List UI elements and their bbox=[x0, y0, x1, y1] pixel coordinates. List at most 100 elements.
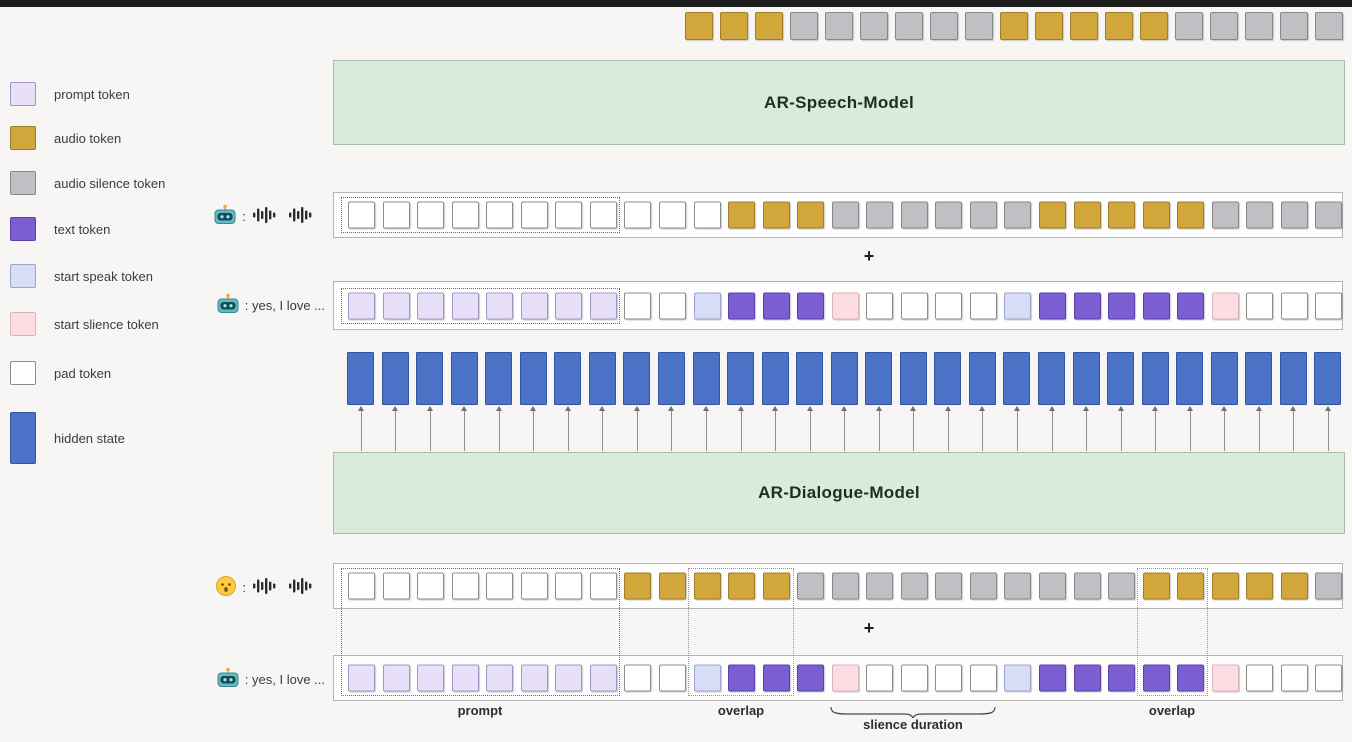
token-pad bbox=[382, 201, 410, 229]
arrow-line bbox=[1016, 411, 1018, 451]
hidden-state-bar bbox=[1210, 352, 1238, 405]
token-silence bbox=[866, 572, 894, 600]
robot-icon bbox=[213, 204, 237, 229]
token-silence bbox=[825, 12, 853, 40]
arrow-line bbox=[878, 411, 880, 451]
token-text bbox=[728, 292, 756, 319]
token-pad bbox=[969, 664, 997, 692]
arrow-line bbox=[602, 411, 604, 451]
token-silence bbox=[1245, 12, 1273, 40]
hidden-state-bar bbox=[416, 352, 444, 405]
speaker-label-robot-audio: : bbox=[213, 204, 325, 229]
token-pad bbox=[1246, 664, 1274, 692]
hidden-state-bar bbox=[1107, 352, 1135, 405]
predicted-token-row bbox=[685, 11, 1345, 41]
token-silence bbox=[930, 12, 958, 40]
token-speak bbox=[693, 664, 721, 692]
token-pad bbox=[451, 201, 479, 229]
hidden-state-bar bbox=[1141, 352, 1169, 405]
arrow-line bbox=[671, 411, 673, 451]
arrow-head bbox=[841, 406, 848, 411]
waveform-icon bbox=[251, 576, 325, 599]
arrow-head bbox=[875, 406, 882, 411]
arrow-line bbox=[1327, 411, 1329, 451]
legend-item-pad: pad token bbox=[10, 361, 111, 385]
arrow-line bbox=[706, 411, 707, 451]
arrow-line bbox=[360, 411, 362, 451]
token-text bbox=[1177, 292, 1205, 319]
ar-dialogue-model-box: AR-Dialogue-Model bbox=[333, 452, 1345, 534]
arrow-head bbox=[1083, 406, 1090, 411]
token-pad bbox=[935, 664, 963, 692]
hidden-state-bar bbox=[865, 352, 893, 405]
token-silence bbox=[935, 201, 963, 229]
speaker-label-user-audio: : bbox=[215, 575, 325, 600]
token-pad bbox=[624, 292, 652, 319]
token-audio bbox=[728, 201, 756, 229]
token-start_silence bbox=[831, 664, 859, 692]
speaker-label-robot-text: : yes, I love ... bbox=[216, 293, 325, 318]
hidden-state-bar bbox=[1245, 352, 1273, 405]
token-pad bbox=[417, 201, 445, 229]
legend-label: start speak token bbox=[54, 268, 153, 284]
token-pad bbox=[866, 292, 894, 319]
legend-item-silence: audio silence token bbox=[10, 171, 165, 195]
token-silence bbox=[935, 572, 963, 600]
arrow-line bbox=[913, 411, 915, 451]
prompt-region-bottom bbox=[341, 568, 620, 696]
arrow-line bbox=[567, 411, 569, 451]
arrow-line bbox=[1051, 411, 1053, 451]
token-pad bbox=[900, 292, 928, 319]
token-pad bbox=[969, 292, 997, 319]
token-pad bbox=[935, 292, 963, 319]
token-silence bbox=[1246, 201, 1274, 229]
hidden-state-bar bbox=[1314, 352, 1342, 405]
token-text bbox=[1073, 664, 1101, 692]
token-prompt bbox=[417, 664, 445, 692]
legend-label: start slience token bbox=[54, 316, 159, 332]
token-silence bbox=[1004, 572, 1032, 600]
token-silence bbox=[1073, 572, 1101, 600]
token-prompt bbox=[555, 664, 583, 692]
arrow-line bbox=[1293, 411, 1295, 451]
arrow-head bbox=[1221, 406, 1228, 411]
arrow-head bbox=[772, 406, 779, 411]
token-pad bbox=[589, 572, 617, 600]
token-audio bbox=[728, 572, 756, 600]
prompt-region-top-text bbox=[341, 288, 620, 324]
token-pad bbox=[520, 572, 548, 600]
robot-response-token-row bbox=[333, 655, 1343, 701]
arrow-head bbox=[806, 406, 813, 411]
legend-item-audio: audio token bbox=[10, 126, 121, 150]
hidden-state-bar bbox=[1072, 352, 1100, 405]
legend-label: hidden state bbox=[54, 430, 125, 446]
token-start_silence bbox=[1211, 292, 1239, 319]
token-silence bbox=[1280, 12, 1308, 40]
hidden-state-bar bbox=[450, 352, 478, 405]
token-silence bbox=[1211, 201, 1239, 229]
token-audio bbox=[1142, 572, 1170, 600]
token-audio bbox=[1039, 201, 1066, 229]
arrow-head bbox=[461, 406, 468, 411]
arrow-head bbox=[1048, 406, 1055, 411]
arrow-line bbox=[636, 411, 638, 451]
hidden-state-bar bbox=[830, 352, 858, 405]
token-prompt bbox=[486, 664, 514, 692]
hidden-state-bar bbox=[899, 352, 927, 405]
plus-sign-top: + bbox=[863, 246, 875, 266]
token-pad bbox=[693, 201, 721, 229]
token-audio bbox=[658, 572, 686, 600]
token-text bbox=[1177, 664, 1205, 692]
token-pad bbox=[348, 572, 375, 600]
arrow-head bbox=[1152, 406, 1159, 411]
token-pad bbox=[624, 201, 652, 229]
arrow-head bbox=[1117, 406, 1124, 411]
token-audio bbox=[685, 12, 713, 40]
arrow-line bbox=[982, 411, 984, 451]
token-audio bbox=[1246, 572, 1274, 600]
token-text bbox=[1142, 292, 1170, 319]
person-icon bbox=[215, 575, 237, 600]
prompt-swatch bbox=[10, 82, 36, 106]
arrow-line bbox=[498, 411, 500, 451]
